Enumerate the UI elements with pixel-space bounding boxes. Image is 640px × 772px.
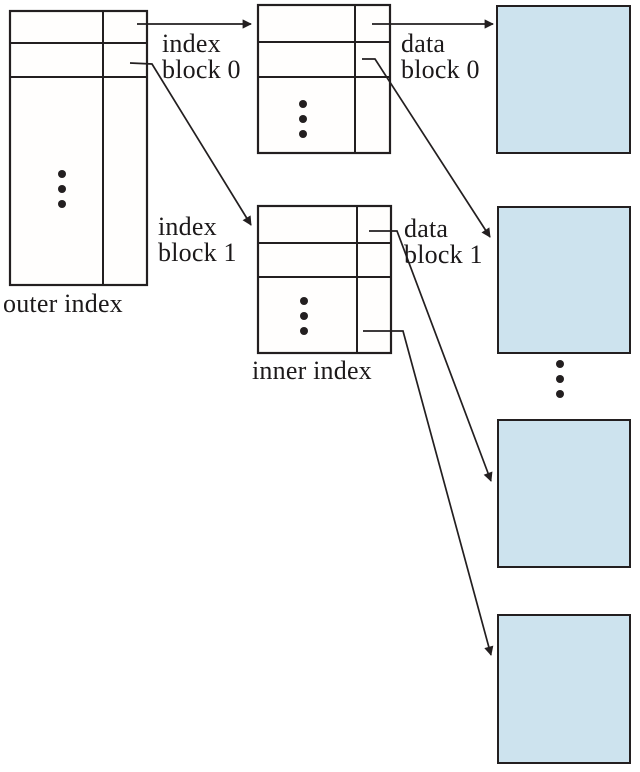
index-block-0-ellipsis-dots [299, 100, 307, 138]
index-block-0-border [256, 3, 392, 155]
label-inner-index: inner index [252, 356, 372, 385]
data-block-0 [496, 5, 631, 154]
arrow-inner-to-data-block-2 [369, 230, 493, 482]
inner-index-ellipsis-dots [300, 297, 308, 335]
index-block-0-box [256, 3, 392, 155]
label-index-block-1: index block 1 [158, 214, 237, 266]
label-index-block-0: index block 0 [162, 31, 241, 83]
arrow-inner-to-data-block-3 [363, 330, 494, 656]
label-index-block-1-line2: block 1 [158, 238, 237, 267]
data-block-2 [497, 419, 631, 568]
inner-index-border [256, 204, 393, 355]
label-data-block-1: data block 1 [404, 216, 483, 268]
outer-index-box [8, 9, 149, 287]
outer-index-ellipsis-dots [58, 170, 66, 208]
arrow-outer-to-index-block-1 [129, 62, 252, 226]
label-index-block-0-line2: block 0 [162, 55, 241, 84]
outer-index-border [8, 9, 149, 287]
label-data-block-0-line2: block 0 [401, 55, 480, 84]
label-data-block-1-line2: block 1 [404, 240, 483, 269]
data-block-1 [497, 206, 631, 354]
label-outer-index: outer index [3, 289, 123, 318]
label-index-block-0-line1: index [162, 29, 221, 58]
data-block-3 [497, 614, 631, 764]
arrow-index0-to-data-block-1 [362, 58, 491, 238]
label-data-block-0-line1: data [401, 29, 446, 58]
data-blocks-ellipsis-dots [556, 360, 564, 398]
label-data-block-0: data block 0 [401, 31, 480, 83]
inner-index-box [256, 204, 393, 355]
label-data-block-1-line1: data [404, 214, 449, 243]
label-index-block-1-line1: index [158, 212, 217, 241]
